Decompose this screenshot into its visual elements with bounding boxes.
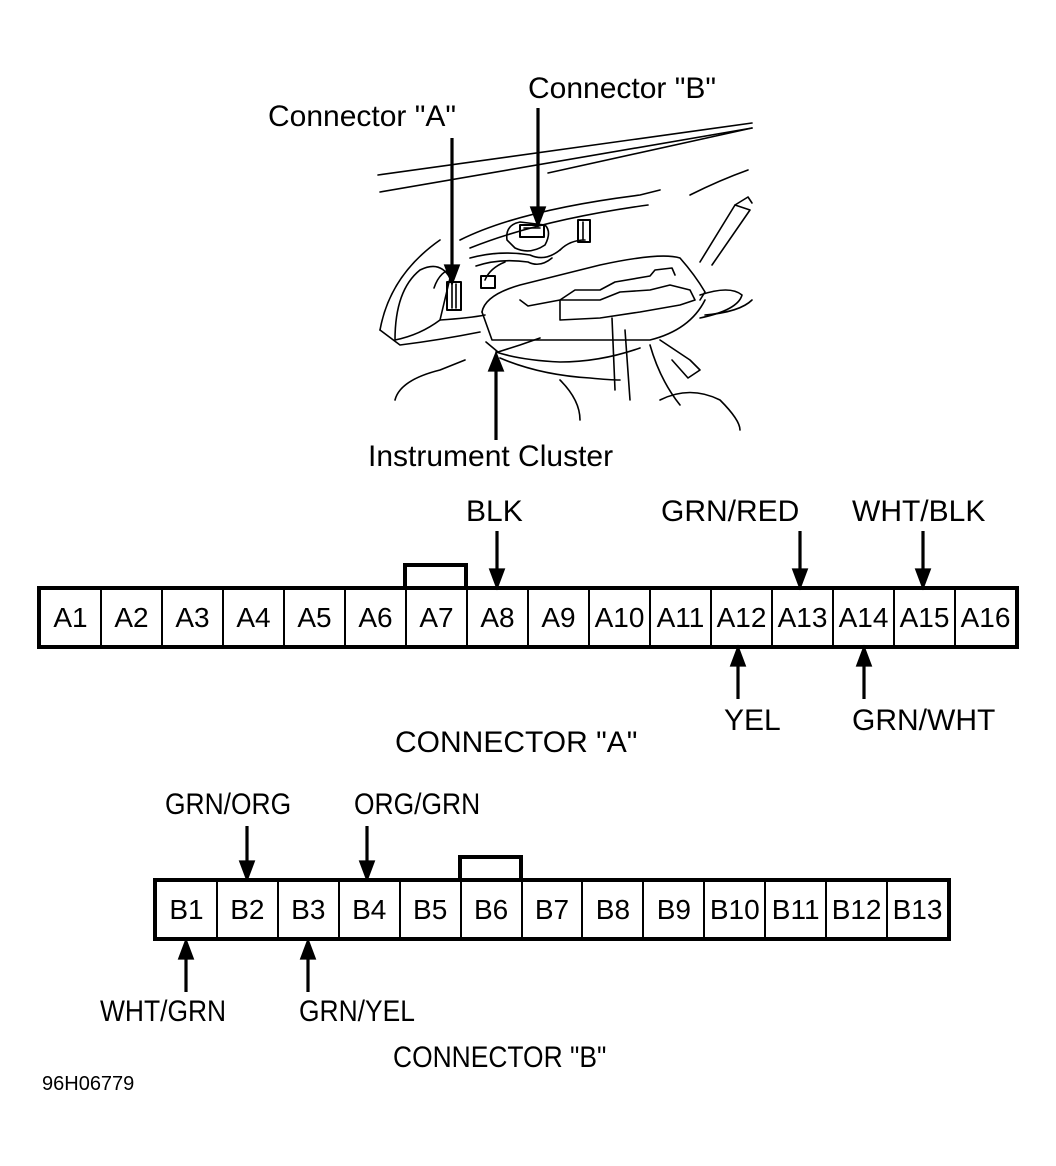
connector-b-key	[458, 855, 523, 881]
wire-arrow-b4	[358, 860, 376, 883]
pin-a10: A10	[590, 590, 651, 645]
connector-a: A1 A2 A3 A4 A5 A6 A7 A8 A9 A10 A11 A12 A…	[37, 586, 1019, 649]
wire-label-a13: GRN/RED	[661, 495, 800, 528]
pin-a7: A7	[407, 590, 468, 645]
wire-arrow-a8	[488, 568, 506, 591]
pin-a4: A4	[224, 590, 285, 645]
pin-a11: A11	[651, 590, 712, 645]
instrument-cluster-callout: Instrument Cluster	[368, 440, 614, 473]
wire-arrow-a14	[855, 644, 873, 667]
pin-b13: B13	[892, 893, 943, 925]
pin-b12: B12	[827, 882, 889, 937]
wire-arrow-a15	[914, 568, 932, 591]
pin-b10: B10	[705, 882, 767, 937]
wire-label-a8: BLK	[466, 495, 523, 528]
wire-arrow-b1	[177, 937, 195, 960]
connector-b: B1 B2 B3 B4 B5 B6 B7 B8 B9 B10 B11 B12 B…	[153, 878, 951, 941]
pin-a16: A16	[960, 601, 1011, 633]
pin-a14: A14	[834, 590, 895, 645]
wire-label-b2: GRN/ORG	[165, 788, 292, 821]
wire-label-b4: ORG/GRN	[354, 788, 481, 821]
pin-b8: B8	[583, 882, 645, 937]
pin-b9: B9	[644, 882, 706, 937]
wire-arrow-b3	[299, 937, 317, 960]
connector-a-title: CONNECTOR "A"	[395, 726, 638, 759]
pin-a12: A12	[712, 590, 773, 645]
pin-b1: B1	[157, 882, 218, 937]
wire-label-a12: YEL	[724, 704, 781, 737]
pin-a15: A15	[895, 590, 956, 645]
pin-a9: A9	[529, 590, 590, 645]
pin-a2: A2	[102, 590, 163, 645]
pin-a8: A8	[468, 590, 529, 645]
wire-label-b3: GRN/YEL	[299, 995, 415, 1028]
connector-b-title: CONNECTOR "B"	[393, 1041, 607, 1074]
connector-a-key	[403, 563, 468, 589]
wire-label-a14: GRN/WHT	[852, 704, 996, 737]
figure-id: 96H06779	[42, 1073, 135, 1095]
wire-arrow-b2	[238, 860, 256, 883]
pin-b5: B5	[401, 882, 462, 937]
pin-a13: A13	[773, 590, 834, 645]
pin-a3: A3	[163, 590, 224, 645]
pin-b11: B11	[766, 882, 828, 937]
pin-b7: B7	[523, 882, 584, 937]
connector-b-callout: Connector "B"	[528, 72, 717, 105]
wire-label-b1: WHT/GRN	[100, 995, 227, 1028]
pin-b3: B3	[279, 882, 340, 937]
wire-arrow-a13	[791, 568, 809, 591]
pin-a5: A5	[285, 590, 346, 645]
wire-label-a15: WHT/BLK	[852, 495, 986, 528]
pin-b4: B4	[340, 882, 401, 937]
instrument-panel-illustration	[377, 108, 753, 440]
pin-b6: B6	[462, 882, 523, 937]
connector-a-callout: Connector "A"	[268, 100, 457, 133]
pin-a6: A6	[346, 590, 407, 645]
pin-a1: A1	[41, 590, 102, 645]
pin-b2: B2	[218, 882, 279, 937]
wire-arrow-a12	[729, 644, 747, 667]
